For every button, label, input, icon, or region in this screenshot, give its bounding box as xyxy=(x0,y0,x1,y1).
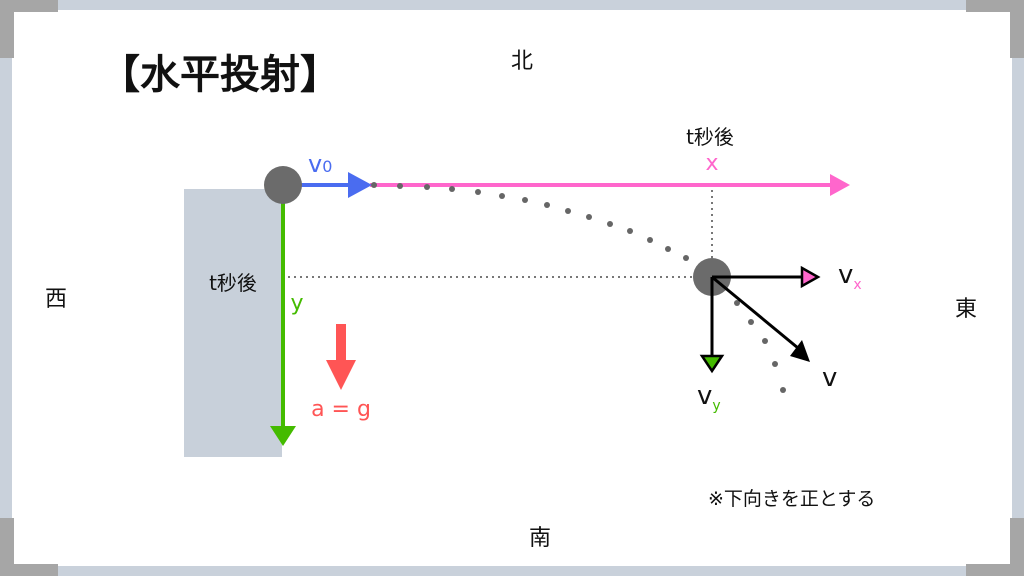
vy-label: vy xyxy=(697,381,721,414)
trajectory-dot xyxy=(544,202,550,208)
west-label: 西 xyxy=(45,287,67,312)
x-label: x xyxy=(705,151,718,176)
v0-label: v0 xyxy=(308,150,332,178)
trajectory-dots xyxy=(371,182,786,393)
south-label: 南 xyxy=(529,526,551,551)
ball-start xyxy=(264,166,302,204)
v-arrow xyxy=(711,275,810,362)
trajectory-dot xyxy=(475,189,481,195)
trajectory-dot xyxy=(371,182,377,188)
vx-label: vx xyxy=(838,260,862,293)
trajectory-dot xyxy=(683,255,689,261)
cliff xyxy=(184,189,282,457)
trajectory-dot xyxy=(424,184,430,190)
trajectory-dot xyxy=(607,221,613,227)
trajectory-dot xyxy=(627,228,633,234)
trajectory-dot xyxy=(780,387,786,393)
pink-x-axis-arrow xyxy=(370,174,850,196)
trajectory-dot xyxy=(522,197,528,203)
acceleration-arrow xyxy=(326,324,356,390)
trajectory-dot xyxy=(748,319,754,325)
t-later-left-label: t秒後 xyxy=(209,271,257,295)
vx-arrow xyxy=(712,265,821,289)
trajectory-dot xyxy=(665,246,671,252)
trajectory-dot xyxy=(762,338,768,344)
trajectory-dot xyxy=(449,186,455,192)
y-label: y xyxy=(290,291,303,316)
guide-lines xyxy=(288,190,713,278)
sign-convention-note: ※下向きを正とする xyxy=(708,488,875,510)
y-axis-arrow xyxy=(270,190,296,446)
v-label: v xyxy=(822,363,837,393)
trajectory-dot xyxy=(772,361,778,367)
trajectory-dot xyxy=(586,214,592,220)
canvas-background xyxy=(12,10,1012,566)
t-later-top-label: t秒後 xyxy=(686,125,734,149)
north-label: 北 xyxy=(511,49,533,74)
trajectory-dot xyxy=(499,193,505,199)
trajectory-dot xyxy=(397,183,403,189)
acceleration-label: a = g xyxy=(311,397,371,422)
east-label: 東 xyxy=(955,297,977,322)
vy-arrow xyxy=(699,277,725,374)
trajectory-dot xyxy=(565,208,571,214)
trajectory-dot xyxy=(647,237,653,243)
trajectory-dot xyxy=(734,300,740,306)
diagram-title: 【水平投射】 xyxy=(100,52,340,98)
